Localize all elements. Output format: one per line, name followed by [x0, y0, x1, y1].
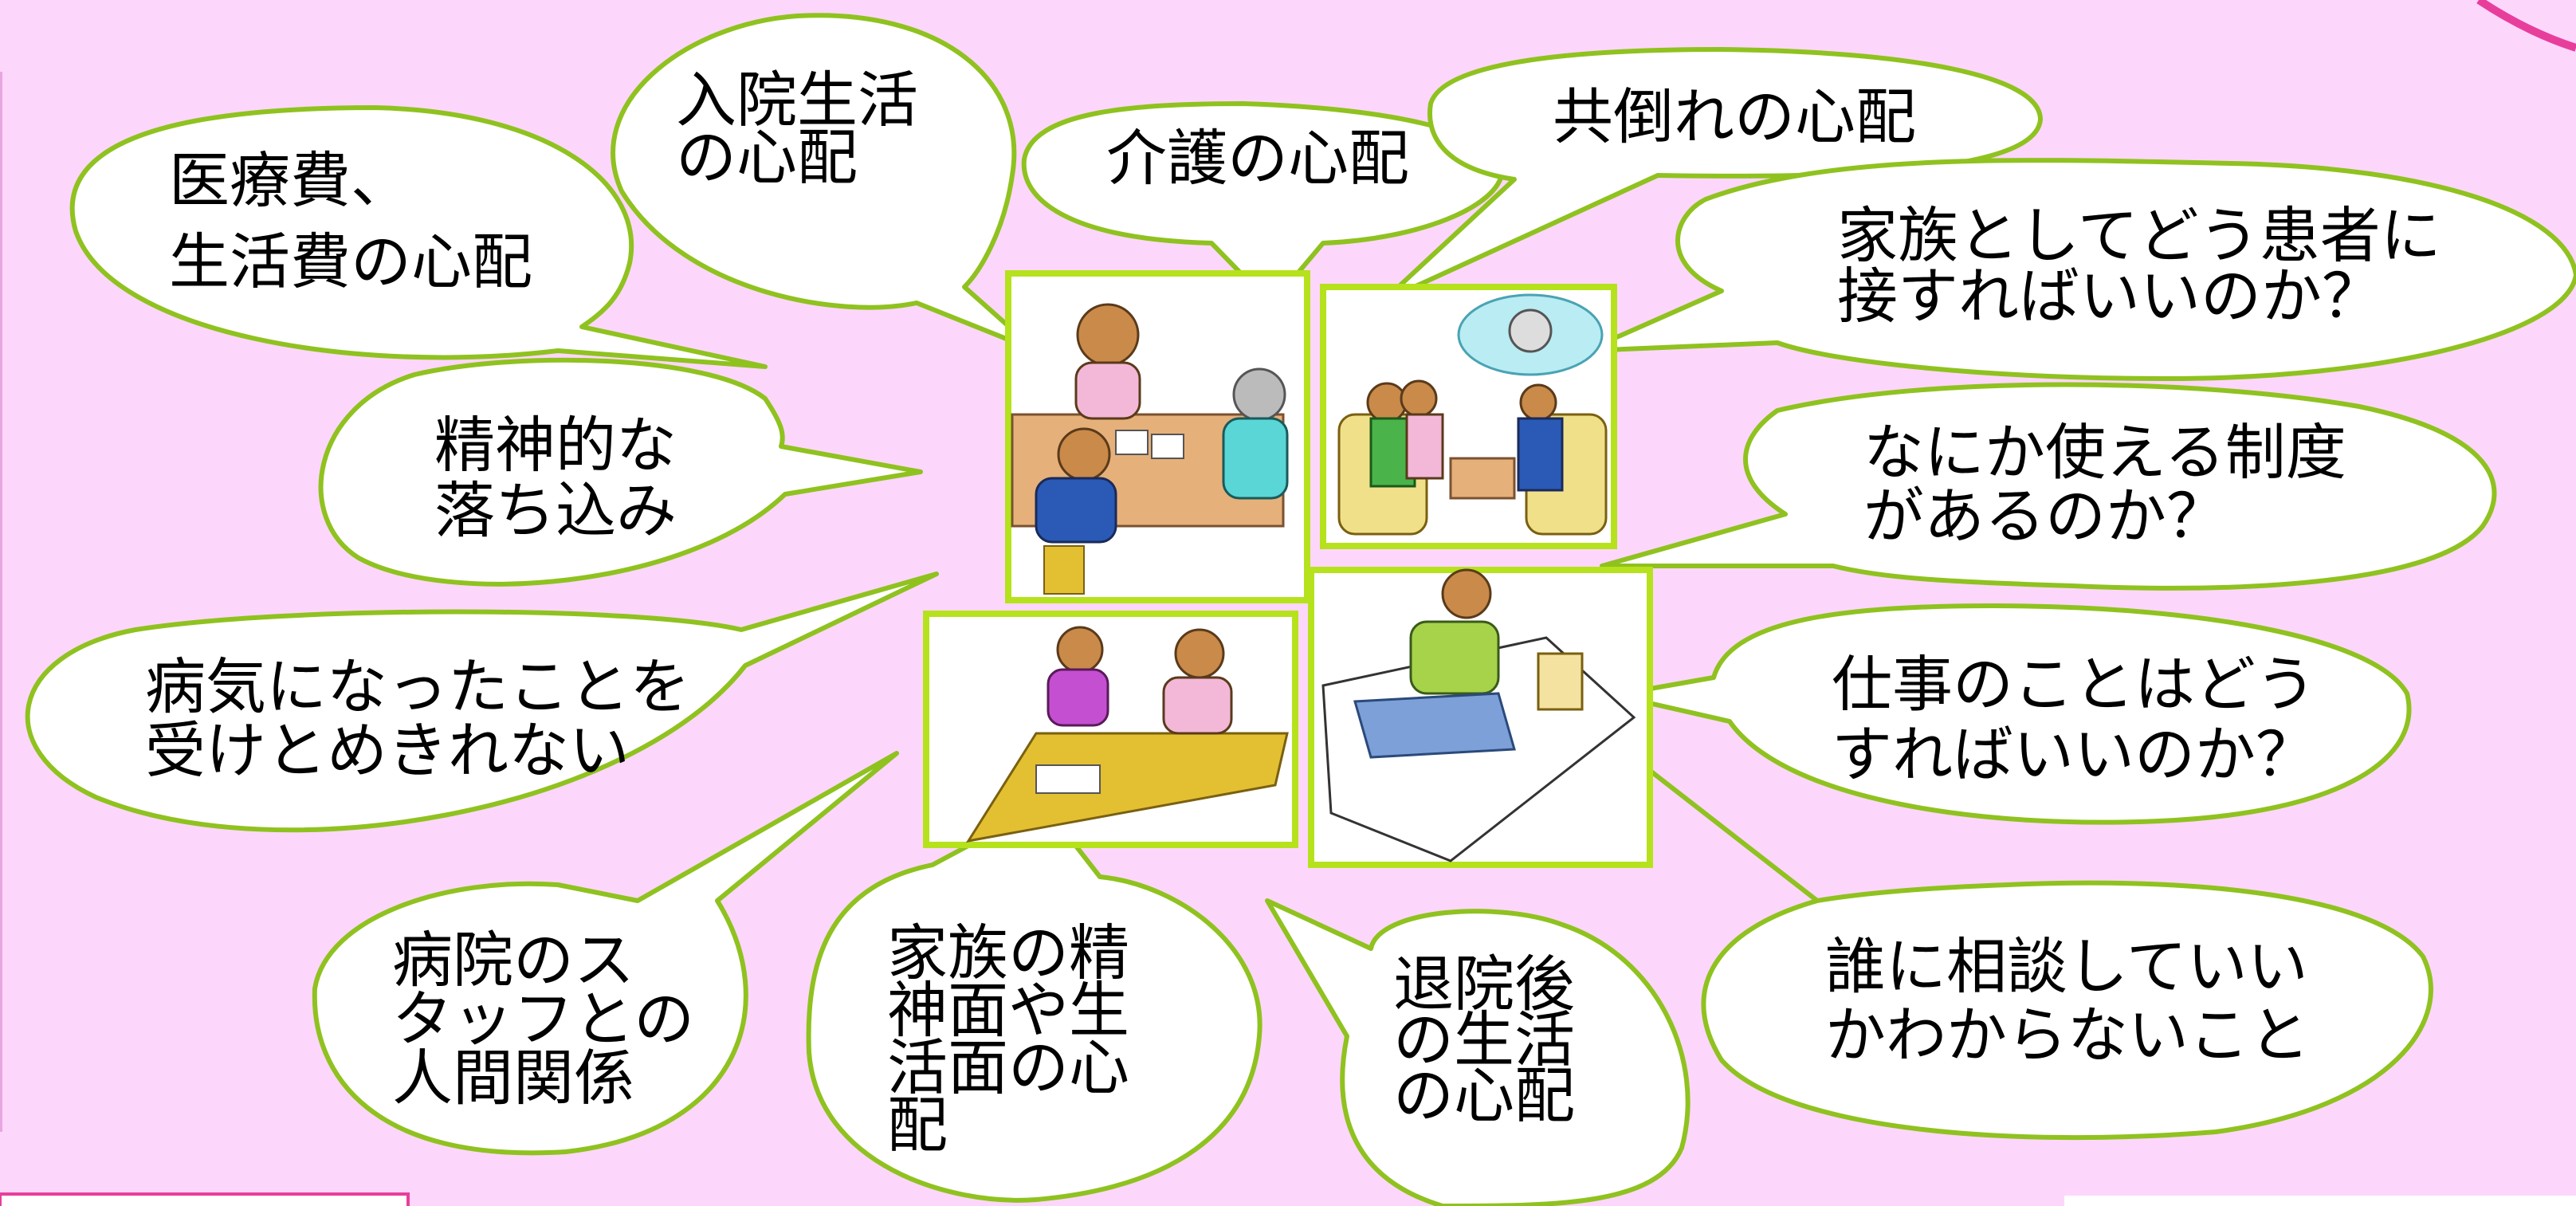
- bubble-hospital-life-line-1: 入院生活: [676, 65, 918, 136]
- bubble-mental-depression-line-1: 精神的な: [434, 410, 677, 481]
- bubble-hospital-staff: 病院のス タッフとの 人間関係: [392, 925, 695, 1114]
- bubble-shape-work-how: [1612, 603, 2412, 825]
- bubble-shape-hospital-staff: [312, 751, 899, 1156]
- bubble-after-discharge-line-3: の心配: [1393, 1060, 1575, 1131]
- bubble-family-mental-line-1: 家族の精: [887, 917, 1129, 988]
- bubble-who-consult-line-2: かわからないこと: [1825, 1000, 2310, 1070]
- bubble-family-mental-line-3: 活面の心: [887, 1032, 1129, 1103]
- bubble-medical-cost-line-1: 医療費、: [169, 145, 411, 216]
- bubble-hospital-staff-line-2: タッフとの: [392, 984, 695, 1055]
- bubble-co-collapse: 共倒れの心配: [1553, 84, 1916, 150]
- bubble-family-how: 家族としてどう患者に 接すればいいのか？: [1837, 206, 2441, 327]
- bubble-hospital-life-line-2: の心配: [676, 122, 858, 193]
- bubble-mental-depression-line-2: 落ち込み: [434, 475, 677, 546]
- bubble-nursing-care: 介護の心配: [1106, 126, 1409, 191]
- bubble-hospital-staff-line-3: 人間関係: [392, 1043, 634, 1114]
- bubble-hospital-staff-line-1: 病院のス: [392, 925, 634, 996]
- bubble-shape-cannot-accept: [25, 572, 939, 833]
- bubble-work-how: 仕事のことはどう すればいいのか？: [1832, 650, 2316, 790]
- bubble-mental-depression: 精神的な 落ち込み: [434, 413, 677, 544]
- corner-accent-line: [2476, 0, 2576, 52]
- bubble-shape-family-mental: [806, 803, 1262, 1203]
- bubble-cannot-accept: 病気になったことを 受けとめきれない: [145, 655, 690, 783]
- bubble-family-mental: 家族の精 神面や生 活面の心 配: [887, 917, 1129, 1161]
- bubble-family-how-line-2: 接すればいいのか？: [1837, 261, 2382, 332]
- bubble-work-how-line-1: 仕事のことはどう: [1832, 649, 2316, 720]
- bubble-shape-after-discharge: [1265, 898, 1690, 1206]
- bubble-cannot-accept-line-1: 病気になったことを: [145, 651, 690, 722]
- bubble-after-discharge-line-2: の生活: [1393, 1004, 1575, 1075]
- two-women-talking-picture: [923, 611, 1298, 848]
- bubble-work-how-line-2: すればいいのか？: [1832, 719, 2316, 790]
- bubble-family-mental-line-2: 神面や生: [887, 975, 1129, 1046]
- bubble-system-usable-line-1: なにか使える制度: [1863, 417, 2346, 488]
- bubble-after-discharge-line-1: 退院後: [1393, 949, 1575, 1019]
- bubble-family-mental-line-4: 配: [887, 1090, 948, 1161]
- bubble-medical-cost-line-2: 生活費の心配: [169, 226, 532, 297]
- bubble-medical-cost: 医療費、 生活費の心配: [169, 148, 532, 295]
- bubble-shape-medical-cost: [69, 105, 768, 369]
- bubble-hospital-life: 入院生活 の心配: [676, 65, 918, 193]
- family-visit-picture: [1320, 284, 1617, 549]
- bubble-system-usable-line-2: があるのか？: [1863, 481, 2227, 552]
- bubble-who-consult-line-1: 誰に相談していい: [1825, 931, 2308, 1002]
- bubble-co-collapse-line-1: 共倒れの心配: [1553, 81, 1916, 152]
- bubble-shape-nursing-care: [1021, 101, 1505, 307]
- bubble-cannot-accept-line-2: 受けとめきれない: [145, 715, 630, 786]
- patient-in-bed-picture: [1308, 567, 1653, 868]
- bubble-shape-family-how: [1584, 158, 2576, 381]
- bubble-shape-system-usable: [1600, 382, 2497, 591]
- bottom-right-tab: [2064, 1196, 2576, 1206]
- bubble-shape-mental-depression: [318, 357, 923, 587]
- bubble-who-consult: 誰に相談していい かわからないこと: [1825, 933, 2310, 1070]
- family-discussion-picture: [1005, 270, 1310, 603]
- bubble-shape-who-consult: [1600, 731, 2433, 1141]
- bottom-left-tab: [0, 1192, 410, 1206]
- bubble-family-how-line-1: 家族としてどう患者に: [1837, 200, 2441, 271]
- bubble-after-discharge: 退院後 の生活 の心配: [1393, 949, 1575, 1131]
- bubble-nursing-care-line-1: 介護の心配: [1106, 123, 1409, 194]
- bubble-shape-hospital-life: [611, 13, 1039, 353]
- bubble-system-usable: なにか使える制度 があるのか？: [1863, 421, 2346, 548]
